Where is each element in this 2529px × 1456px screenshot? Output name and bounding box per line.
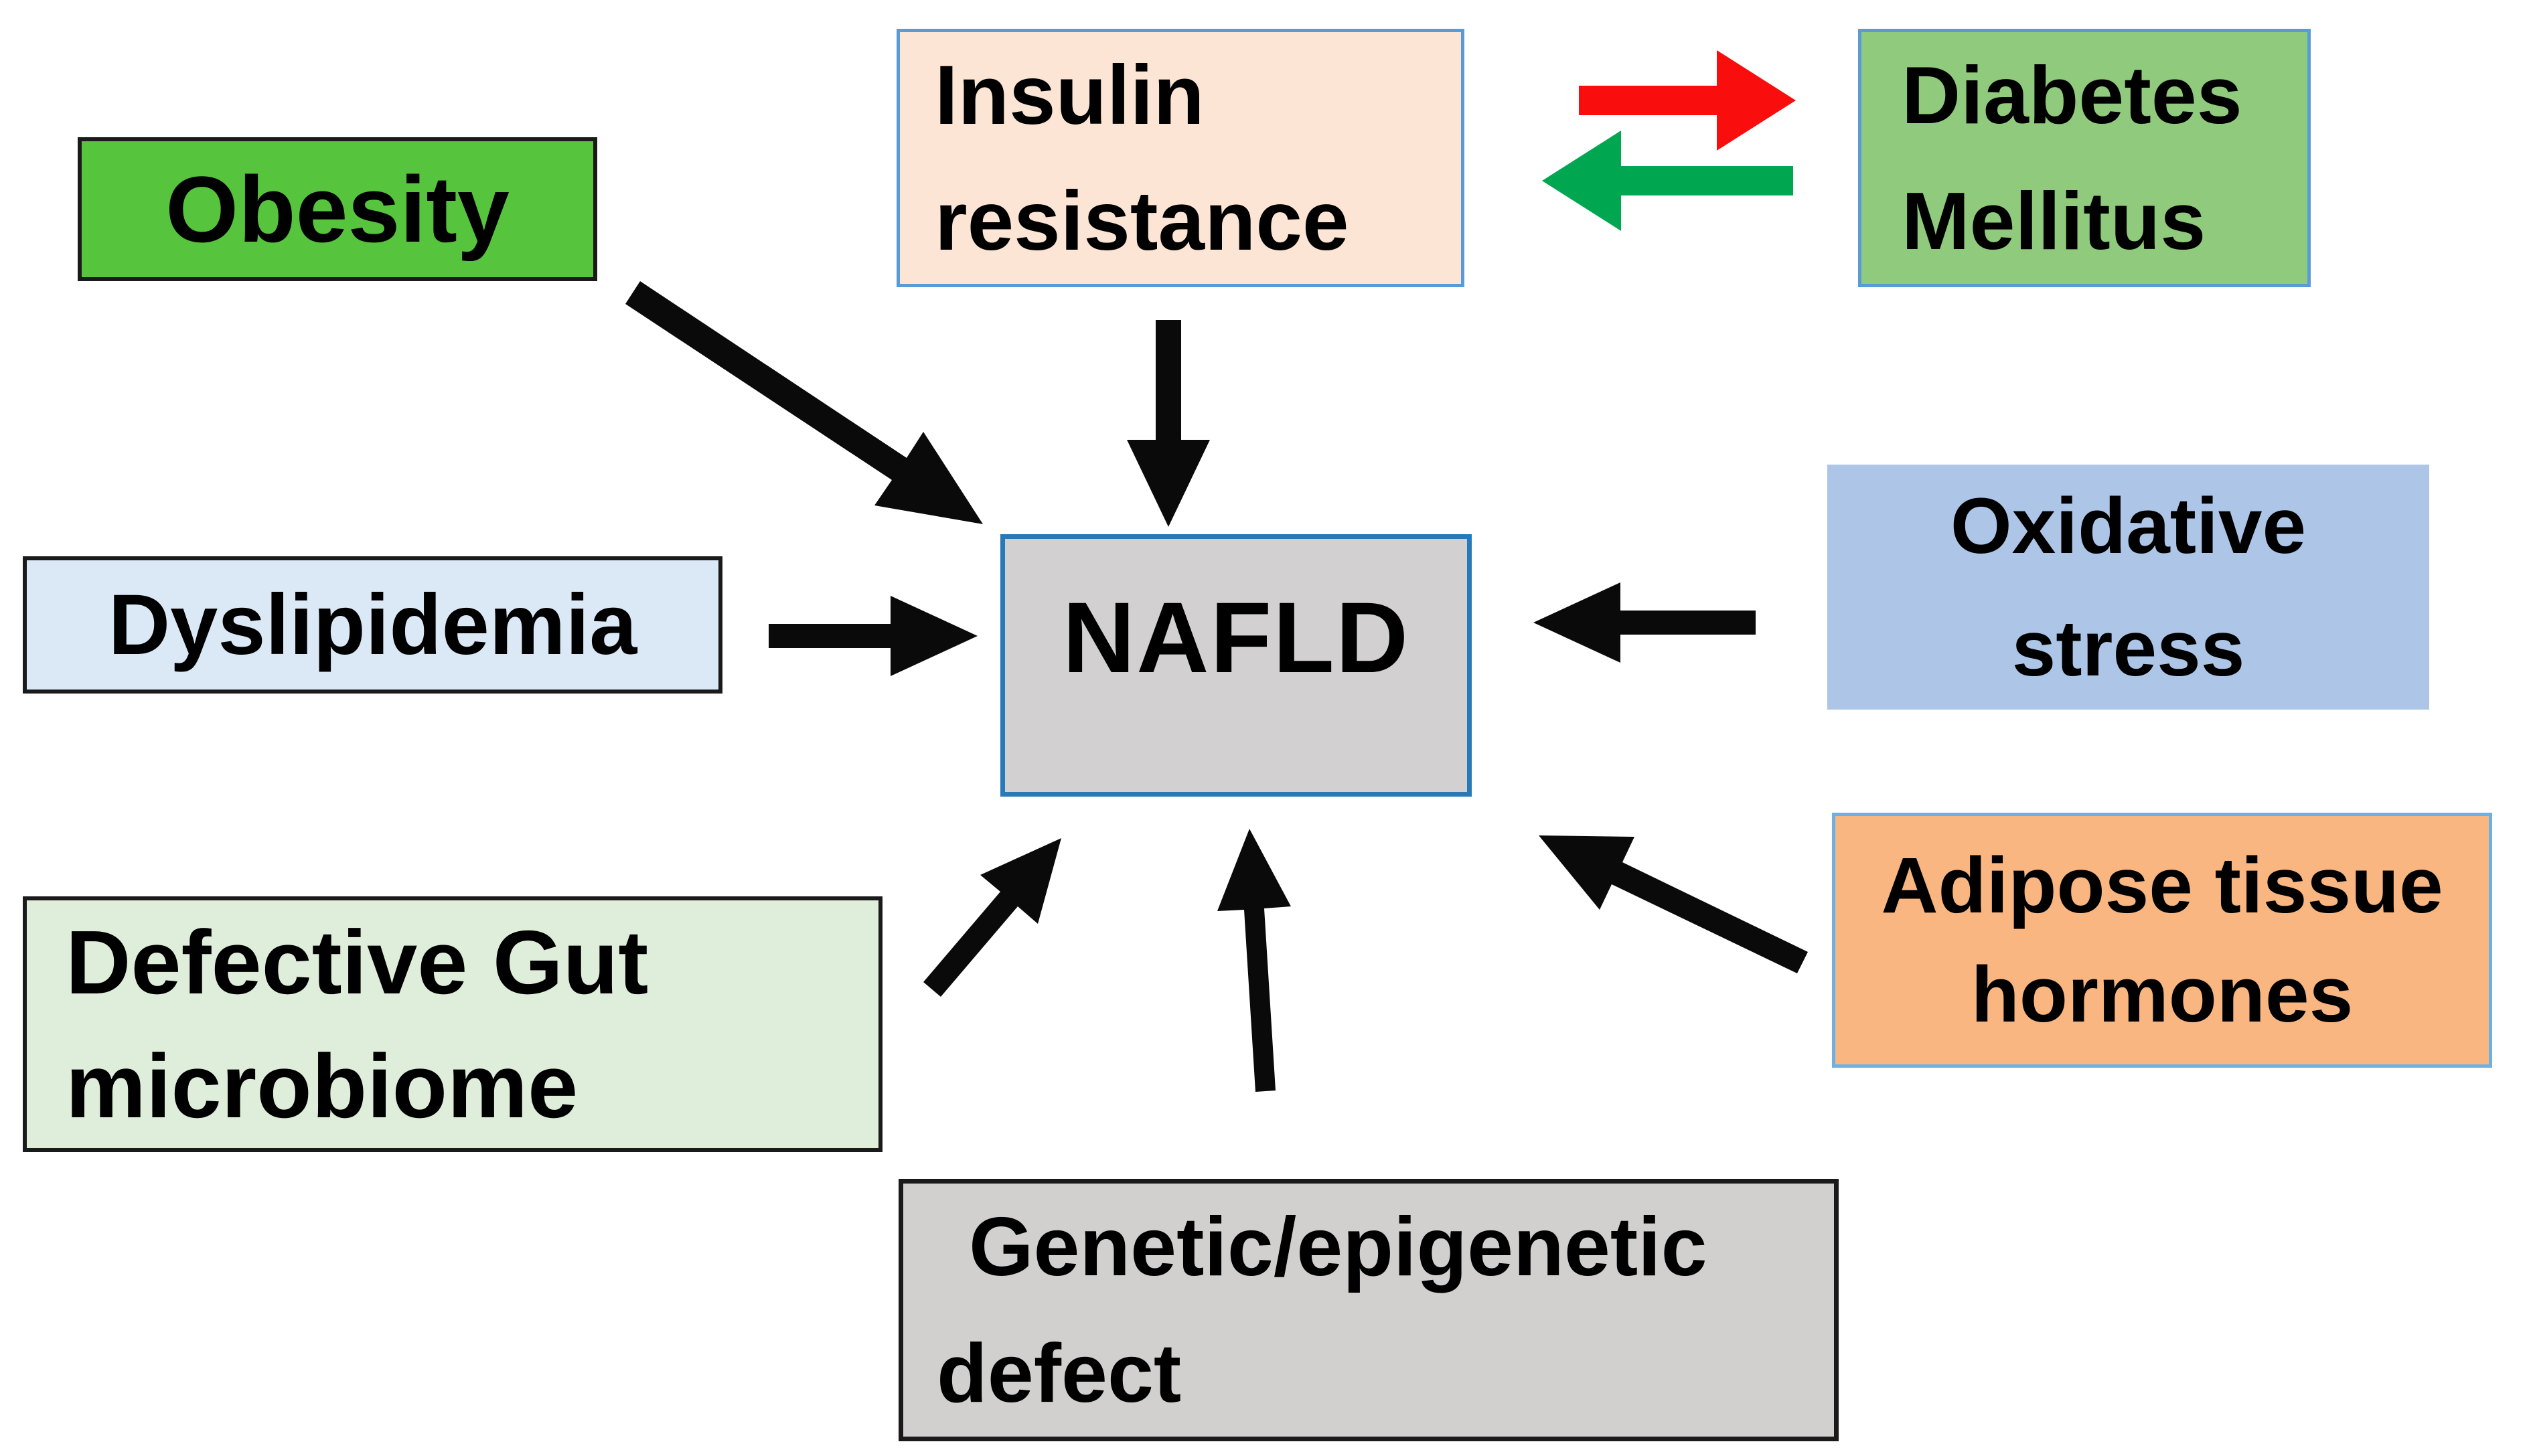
node-defective-gut-microbiome-label-line2: microbiome [66, 1036, 579, 1137]
node-adipose-tissue-hormones-label-line2: hormones [1971, 951, 2354, 1039]
node-diabetes-mellitus: Diabetes Mellitus [1858, 29, 2311, 287]
arrow-insulin-resistance-to-nafld [1127, 320, 1210, 527]
arrow-dyslipidemia-to-nafld [769, 596, 978, 676]
node-dyslipidemia-label: Dyslipidemia [108, 576, 637, 673]
node-diabetes-mellitus-label-line1: Diabetes [1902, 50, 2242, 141]
node-obesity-label: Obesity [165, 156, 510, 262]
arrow-adipose-hormones-to-nafld [1539, 835, 1808, 973]
node-genetic-epigenetic-defect: Genetic/epigenetic defect [899, 1179, 1839, 1441]
node-nafld-label: NAFLD [1062, 581, 1410, 694]
node-insulin-resistance-label-line2: resistance [935, 174, 1349, 268]
node-nafld: NAFLD [1000, 534, 1472, 797]
node-insulin-resistance: Insulin resistance [897, 29, 1464, 287]
node-oxidative-stress-label-line1: Oxidative [1950, 481, 2307, 570]
node-obesity: Obesity [78, 137, 597, 281]
node-genetic-epigenetic-defect-label-line1: Genetic/epigenetic [969, 1200, 1707, 1293]
node-insulin-resistance-label-line1: Insulin [935, 48, 1205, 142]
node-defective-gut-microbiome: Defective Gut microbiome [23, 896, 883, 1152]
arrow-defective-gut-to-nafld [923, 838, 1061, 997]
node-dyslipidemia: Dyslipidemia [23, 556, 722, 694]
node-adipose-tissue-hormones-label-line1: Adipose tissue [1881, 841, 2443, 930]
arrow-genetic-defect-to-nafld [1217, 829, 1291, 1092]
node-adipose-tissue-hormones: Adipose tissue hormones [1832, 813, 2492, 1068]
arrow-insulin-to-diabetes-red [1579, 50, 1796, 151]
arrow-oxidative-stress-to-nafld [1533, 582, 1756, 663]
node-oxidative-stress-label-line2: stress [2011, 604, 2245, 693]
arrow-diabetes-to-insulin-green [1542, 131, 1793, 231]
node-defective-gut-microbiome-label-line1: Defective Gut [66, 912, 649, 1013]
node-genetic-epigenetic-defect-label-line2: defect [937, 1327, 1182, 1420]
arrow-obesity-to-nafld [625, 281, 983, 524]
node-diabetes-mellitus-label-line2: Mellitus [1902, 175, 2206, 266]
node-oxidative-stress: Oxidative stress [1827, 465, 2429, 710]
